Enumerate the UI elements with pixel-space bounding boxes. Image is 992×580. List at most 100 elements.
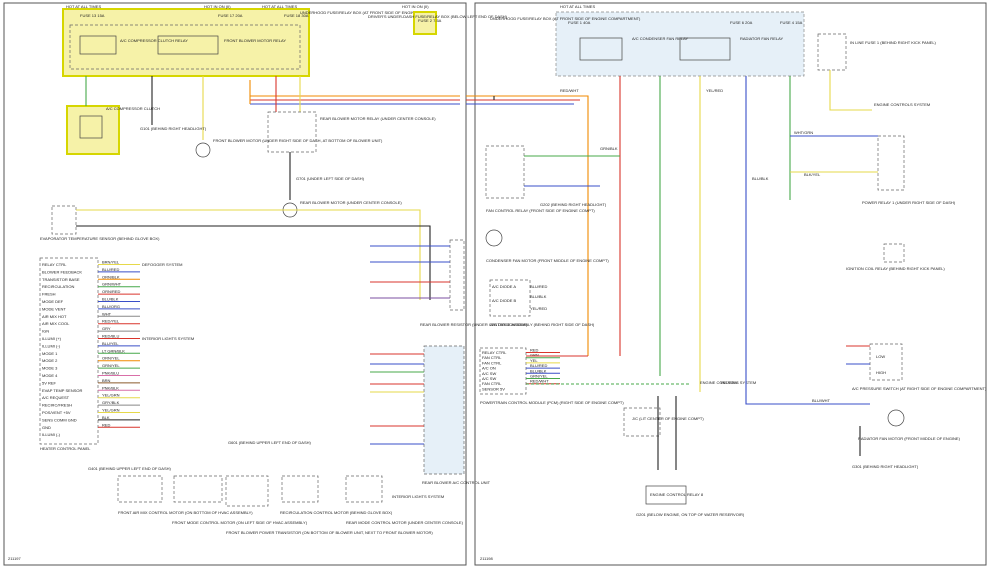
pcm-pin-label: FAN CTRL: [482, 360, 502, 365]
rear-control-unit-box: [423, 345, 465, 475]
diode-wire-3: YEL/RED: [530, 306, 547, 311]
hot-label-4: HOT IN ON (II): [402, 4, 429, 9]
inline-fuse-box: [817, 33, 847, 71]
jc-label: J/C (LIT CENTER OF ENGINE COMPT): [632, 416, 704, 421]
right-fuse-1: FUSE 1 40A: [568, 20, 591, 25]
pcm-pin-label: RELAY CTRL: [482, 350, 507, 355]
control-pin-wire-label: BLK: [102, 415, 110, 420]
radiator-fan-label: RADIATOR FAN MOTOR (FRONT MIDDLE OF ENGI…: [858, 436, 961, 441]
condenser-relay-coil: [579, 37, 623, 61]
underhood-box-label: UNDERHOOD FUSE/RELAY BOX (AT FRONT SIDE …: [300, 10, 435, 15]
actuator-label-4: RECIRCULATION CONTROL MOTOR (BEHIND GLOV…: [280, 510, 393, 515]
compressor-clutch-box: [66, 105, 120, 155]
mode-motor-box: [173, 475, 223, 503]
left-panel-frame: [3, 2, 467, 566]
pcm-wire-label: BLU/BLK: [530, 368, 547, 373]
inline-fuse-label: IN LINE FUSE 1 (BEHIND RIGHT KICK PANEL): [850, 40, 937, 45]
wire-evap-1: [76, 209, 421, 300]
wire-trunk-orange-right: [466, 95, 589, 356]
control-pin-wire-label: LT GRN/BLK: [102, 348, 125, 353]
rear-mode-motor-box: [345, 475, 383, 503]
control-pin-label: MODE 2: [42, 358, 58, 363]
control-pin-wire-label: RED/YEL: [102, 319, 120, 324]
rear-blower-motor-label: REAR BLOWER MOTOR (UNDER CENTER CONSOLE): [300, 200, 402, 205]
right-underhood-label: UNDERHOOD FUSE/RELAY BOX (AT FRONT SIDE …: [490, 16, 641, 21]
wire-to-engine-controls: [829, 70, 872, 111]
hot-label-1: HOT AT ALL TIMES: [66, 4, 101, 9]
actuator-label-1: FRONT AIR MIX CONTROL MOTOR (ON BOTTOM O…: [118, 510, 253, 515]
pcm-pin-label: FAN CTRL: [482, 355, 502, 360]
right-wire-label: GRN/BLK: [600, 146, 618, 151]
right-relay-1: A/C CONDENSER FAN RELAY: [632, 36, 688, 41]
right-wire-label: YEL/RED: [706, 88, 723, 93]
right-wire-label: BLU/BLK: [752, 176, 769, 181]
control-pin-wire-label: RED/BLU: [102, 334, 119, 339]
fan-control-relay-label: FAN CONTROL RELAY (FRONT SIDE OF ENGINE …: [486, 208, 595, 213]
pcm-label: POWERTRAIN CONTROL MODULE (PCM) (RIGHT S…: [480, 400, 624, 405]
control-pin-label: MODE 4: [42, 373, 58, 378]
control-pin-label: A/C REQUEST: [42, 395, 70, 400]
blower-relay-coil: [157, 35, 219, 55]
control-pin-label: SENS COMM GND: [42, 417, 77, 422]
power-relay-box: [877, 135, 905, 191]
control-panel-wires: BRN/YELBLU/REDORN/BLKGRN/WHTORN/REDBLU/B…: [98, 260, 140, 428]
pcm-pin-label: FAN CTRL: [482, 381, 502, 386]
diode-wire-1: BLU/RED: [530, 284, 547, 289]
interior-lights-label: INTERIOR LIGHTS SYSTEM: [142, 336, 194, 341]
right-fuse-3: FUSE 4 15A: [780, 20, 803, 25]
control-pin-wire-label: GRY: [102, 326, 111, 331]
control-pin-wire-label: BLU/YEL: [102, 341, 119, 346]
control-pin-label: ILLUMI (-): [42, 432, 61, 437]
control-pin-label: TRANSISTOR BASE: [42, 277, 80, 282]
rear-control-unit-label: REAR BLOWER A/C CONTROL UNIT: [422, 480, 491, 485]
ignition-coil-label: IGNITION COIL RELAY (BEHIND RIGHT KICK P…: [846, 266, 945, 271]
pressure-switch-box: [869, 343, 903, 381]
fuse-label-3: FUSE 18 30A: [284, 13, 309, 18]
rear-blower-relay-label: REAR BLOWER MOTOR RELAY (UNDER CENTER CO…: [320, 116, 436, 121]
control-pin-label: 5V REF: [42, 380, 57, 385]
fuse-label-1: FUSE 13 15A: [80, 13, 105, 18]
control-pin-label: MODE 3: [42, 366, 58, 371]
right-wire-label: WHT/GRN: [794, 130, 813, 135]
left-panel: HOT AT ALL TIMES HOT IN ON (II) HOT AT A…: [3, 2, 528, 566]
fuse-label-2: FUSE 17 20A: [218, 13, 243, 18]
control-pin-wire-label: YEL/GRN: [102, 408, 120, 413]
pcm-wire-label: GRN: [530, 353, 539, 358]
evap-sensor-box: [51, 205, 77, 235]
right-wire-label: BLU/WHT: [812, 398, 831, 403]
dash-fuse-box: [413, 11, 437, 35]
pcm-wire-label: BLU/RED: [530, 363, 547, 368]
ac-diode-box: [489, 279, 531, 317]
hot-label-3: HOT AT ALL TIMES: [262, 4, 297, 9]
ground-g301-label: G301 (BEHIND RIGHT HEADLIGHT): [852, 464, 919, 469]
rear-resistor-label: REAR BLOWER RESISTOR (UNDER CENTER CONSO…: [420, 322, 528, 327]
pcm-pin-label: A/C SW: [482, 371, 496, 376]
ignition-coil-box: [883, 243, 905, 263]
pcm-pin-label: A/C SW: [482, 376, 496, 381]
ground-g101-label: G101 (BEHIND RIGHT HEADLIGHT): [140, 126, 207, 131]
control-pin-wire-label: BLU/ORG: [102, 304, 120, 309]
front-blower-motor-symbol: [195, 142, 211, 158]
ground-g201-label: G201 (BELOW ENGINE, ON TOP OF WATER RESE…: [636, 512, 745, 517]
control-pin-label: ILLUMI (+): [42, 336, 62, 341]
front-blower-label: FRONT BLOWER MOTOR (UNDER RIGHT SIDE OF …: [213, 138, 383, 143]
diode-b-label: A/C DIODE B: [492, 298, 517, 303]
right-wire-label: YEL/GRN: [720, 380, 738, 385]
control-pin-label: RELAY CTRL: [42, 262, 67, 267]
radiator-fan-motor-symbol: [887, 409, 905, 427]
control-pin-label: RECIRC/FRESH: [42, 403, 72, 408]
condenser-fan-label: CONDENSER FAN MOTOR (FRONT MIDDLE OF ENG…: [486, 258, 609, 263]
control-pin-wire-label: BLU/BLK: [102, 297, 119, 302]
control-pin-wire-label: RED: [102, 422, 111, 427]
heater-control-panel-label: HEATER CONTROL PANEL: [40, 446, 91, 451]
ground-g202-label: G202 (BEHIND RIGHT HEADLIGHT): [540, 202, 607, 207]
right-wire-labels: RED/WHTGRN/BLKYEL/REDBLU/BLKWHT/GRNBLK/Y…: [560, 88, 831, 403]
rear-resistor-box: [449, 239, 465, 311]
control-pin-wire-label: ORN/YEL: [102, 356, 120, 361]
power-transistor-box: [225, 475, 269, 507]
control-pin-label: FRESH: [42, 292, 56, 297]
ground-g601-label: G601 (BEHIND UPPER LEFT END OF DASH): [228, 440, 312, 445]
